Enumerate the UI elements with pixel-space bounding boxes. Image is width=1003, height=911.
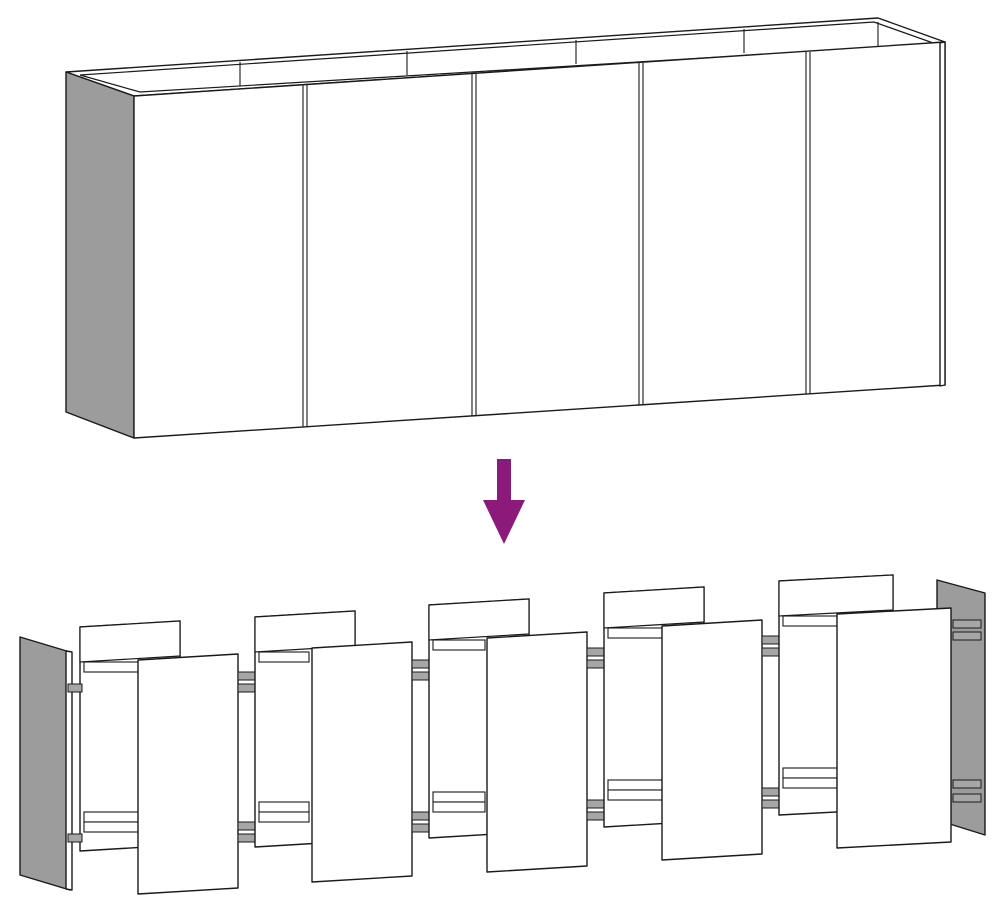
assembled-planter: [65, 17, 946, 439]
panel-module-5: [778, 574, 952, 849]
front-panel-4: [661, 619, 763, 861]
panel-module-3: [428, 598, 608, 873]
front-panel-5: [836, 607, 952, 849]
panel-module-4: [603, 586, 783, 861]
front-panel-2: [311, 641, 413, 883]
front-panel-3: [486, 631, 588, 873]
front-panel-1: [137, 653, 239, 895]
down-arrow-icon: [483, 459, 525, 544]
exploded-view: [19, 574, 986, 895]
planter-panel-seams: [302, 52, 811, 427]
panel-module-1: [67, 620, 259, 895]
planter-left-side: [65, 71, 135, 439]
left-end-panel: [19, 636, 73, 891]
planter-top-rim: [65, 17, 946, 97]
planter-front-face: [133, 41, 946, 439]
panel-module-2: [254, 610, 433, 883]
planter-right-edge: [939, 41, 946, 387]
